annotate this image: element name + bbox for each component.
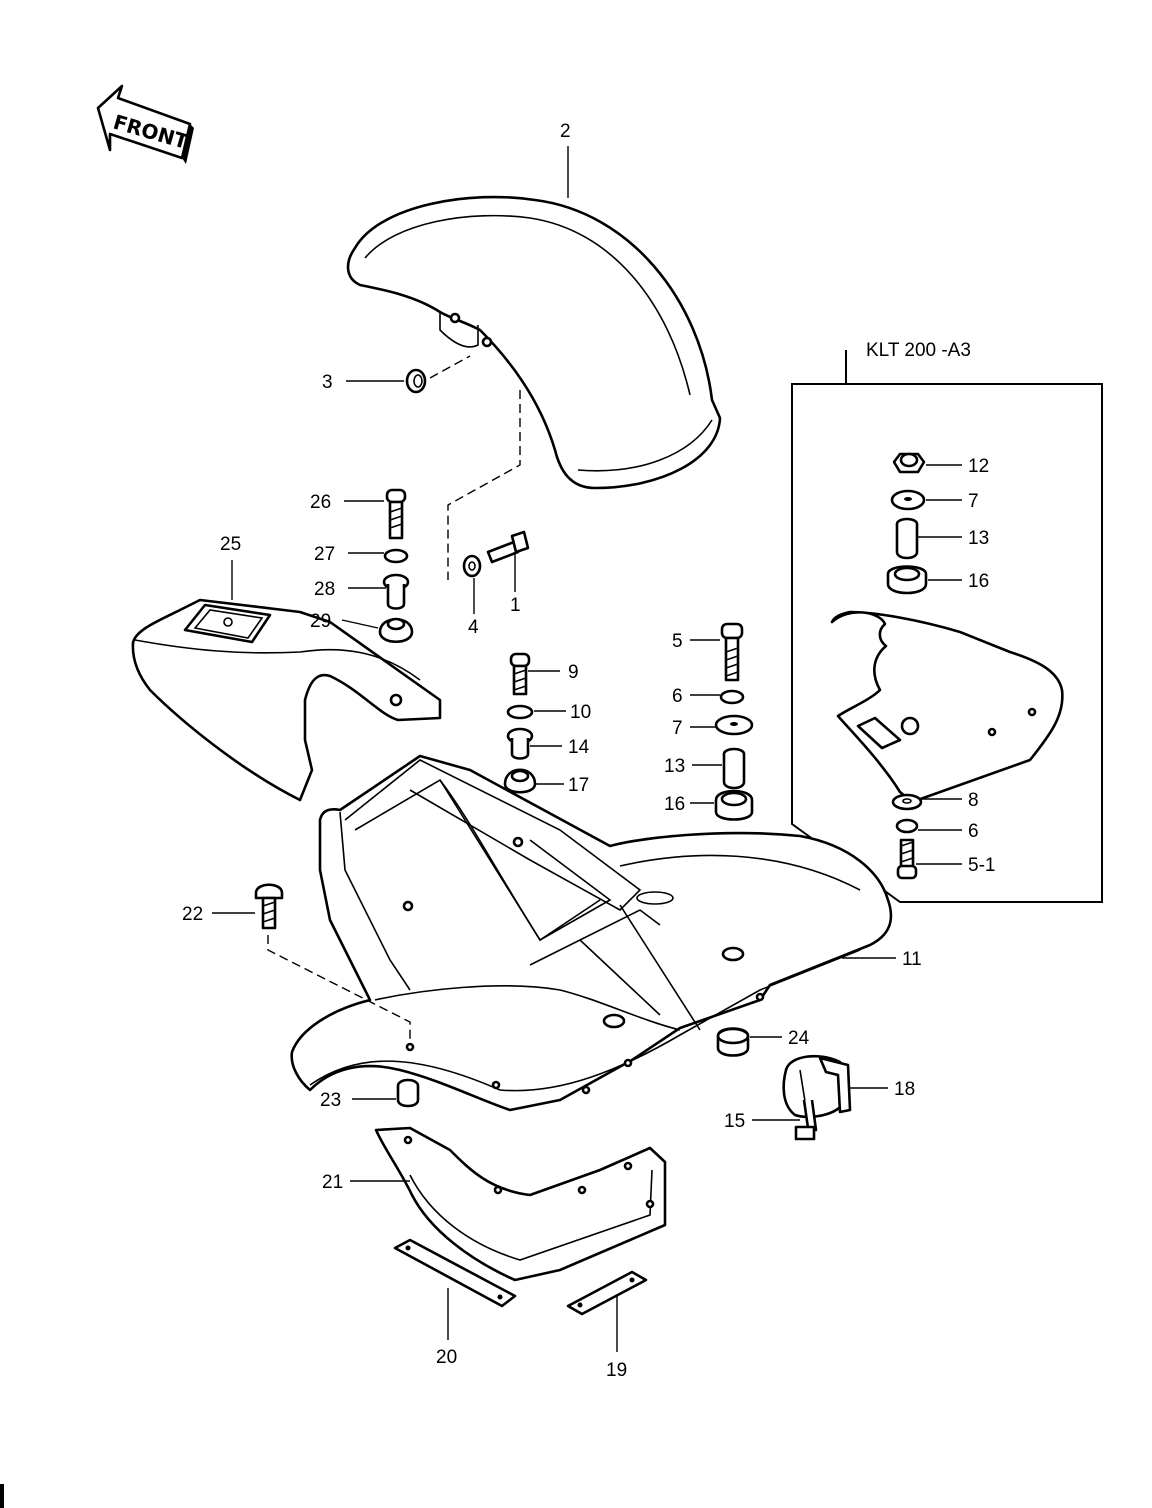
grommet-17 — [503, 768, 537, 794]
plate-20 — [393, 1238, 517, 1308]
callout-22: 22 — [182, 904, 203, 925]
callout-26: 26 — [310, 492, 331, 513]
callout-10: 10 — [570, 702, 591, 723]
callout-6: 6 — [672, 686, 683, 707]
lock-washer-10 — [506, 704, 534, 720]
callout-7-inset: 7 — [968, 491, 979, 512]
bolt-5 — [720, 622, 744, 682]
washer-4 — [462, 554, 482, 578]
callout-7: 7 — [672, 718, 683, 739]
callout-1: 1 — [510, 595, 521, 616]
callout-23: 23 — [320, 1090, 341, 1111]
callout-8-inset: 8 — [968, 790, 979, 811]
bolt-9 — [509, 652, 531, 696]
callout-4: 4 — [468, 617, 479, 638]
strap-15 — [794, 1099, 818, 1141]
rear-fender-11 — [290, 754, 893, 1112]
callout-29: 29 — [310, 611, 331, 632]
collar-14 — [506, 727, 534, 760]
assembly-line-screw — [267, 935, 411, 1040]
callout-24: 24 — [788, 1028, 810, 1049]
leader-lines — [212, 146, 962, 1352]
callout-21: 21 — [322, 1172, 343, 1193]
callout-11: 11 — [902, 949, 922, 970]
callout-16-inset: 16 — [968, 571, 989, 592]
callout-3: 3 — [322, 372, 333, 393]
callout-18: 18 — [894, 1079, 915, 1100]
callout-17: 17 — [568, 775, 589, 796]
front-fender — [346, 195, 722, 490]
plate-19 — [566, 1270, 648, 1316]
variant-label: KLT 200 -A3 — [866, 340, 971, 361]
callout-5: 5 — [672, 631, 683, 652]
callout-12-inset: 12 — [968, 456, 989, 477]
bolt-26 — [385, 488, 407, 540]
grommet-16 — [714, 789, 754, 821]
cushion-24 — [716, 1027, 750, 1057]
callout-28: 28 — [314, 579, 335, 600]
assembly-line-fender — [447, 390, 521, 580]
variant-inset: KLT 200 -A3 — [791, 340, 1103, 903]
callout-27: 27 — [314, 544, 335, 565]
callout-14: 14 — [568, 737, 590, 758]
front-arrow-icon: FRONT — [96, 84, 194, 164]
callout-20: 20 — [436, 1347, 457, 1368]
callout-5-1-inset: 5-1 — [968, 855, 995, 876]
callout-19: 19 — [606, 1360, 627, 1381]
skid-plate-21 — [374, 1126, 667, 1282]
assembly-line-nut — [429, 355, 471, 379]
callout-13-inset: 13 — [968, 528, 989, 549]
callout-numbers: 2 3 26 25 27 28 29 4 1 9 10 14 17 5 6 7 … — [182, 121, 995, 1381]
callout-9: 9 — [568, 662, 579, 683]
callout-25: 25 — [220, 534, 241, 555]
grommet-29 — [378, 617, 414, 644]
rear-cover-25 — [131, 598, 442, 802]
callout-15: 15 — [724, 1111, 745, 1132]
callout-16: 16 — [664, 794, 685, 815]
lock-washer-27 — [383, 548, 409, 564]
nut-3 — [405, 368, 427, 394]
collar-13 — [722, 747, 746, 790]
edge-mark — [0, 1484, 4, 1508]
bolt-1 — [486, 530, 530, 564]
screw-22 — [254, 883, 284, 930]
grommet-23 — [396, 1078, 420, 1108]
lock-washer-6 — [719, 689, 745, 705]
clamp-18 — [782, 1054, 852, 1121]
callout-2: 2 — [560, 121, 571, 142]
washer-7 — [714, 714, 754, 736]
collar-28 — [382, 573, 410, 610]
callout-13: 13 — [664, 756, 685, 777]
callout-6-inset: 6 — [968, 821, 979, 842]
